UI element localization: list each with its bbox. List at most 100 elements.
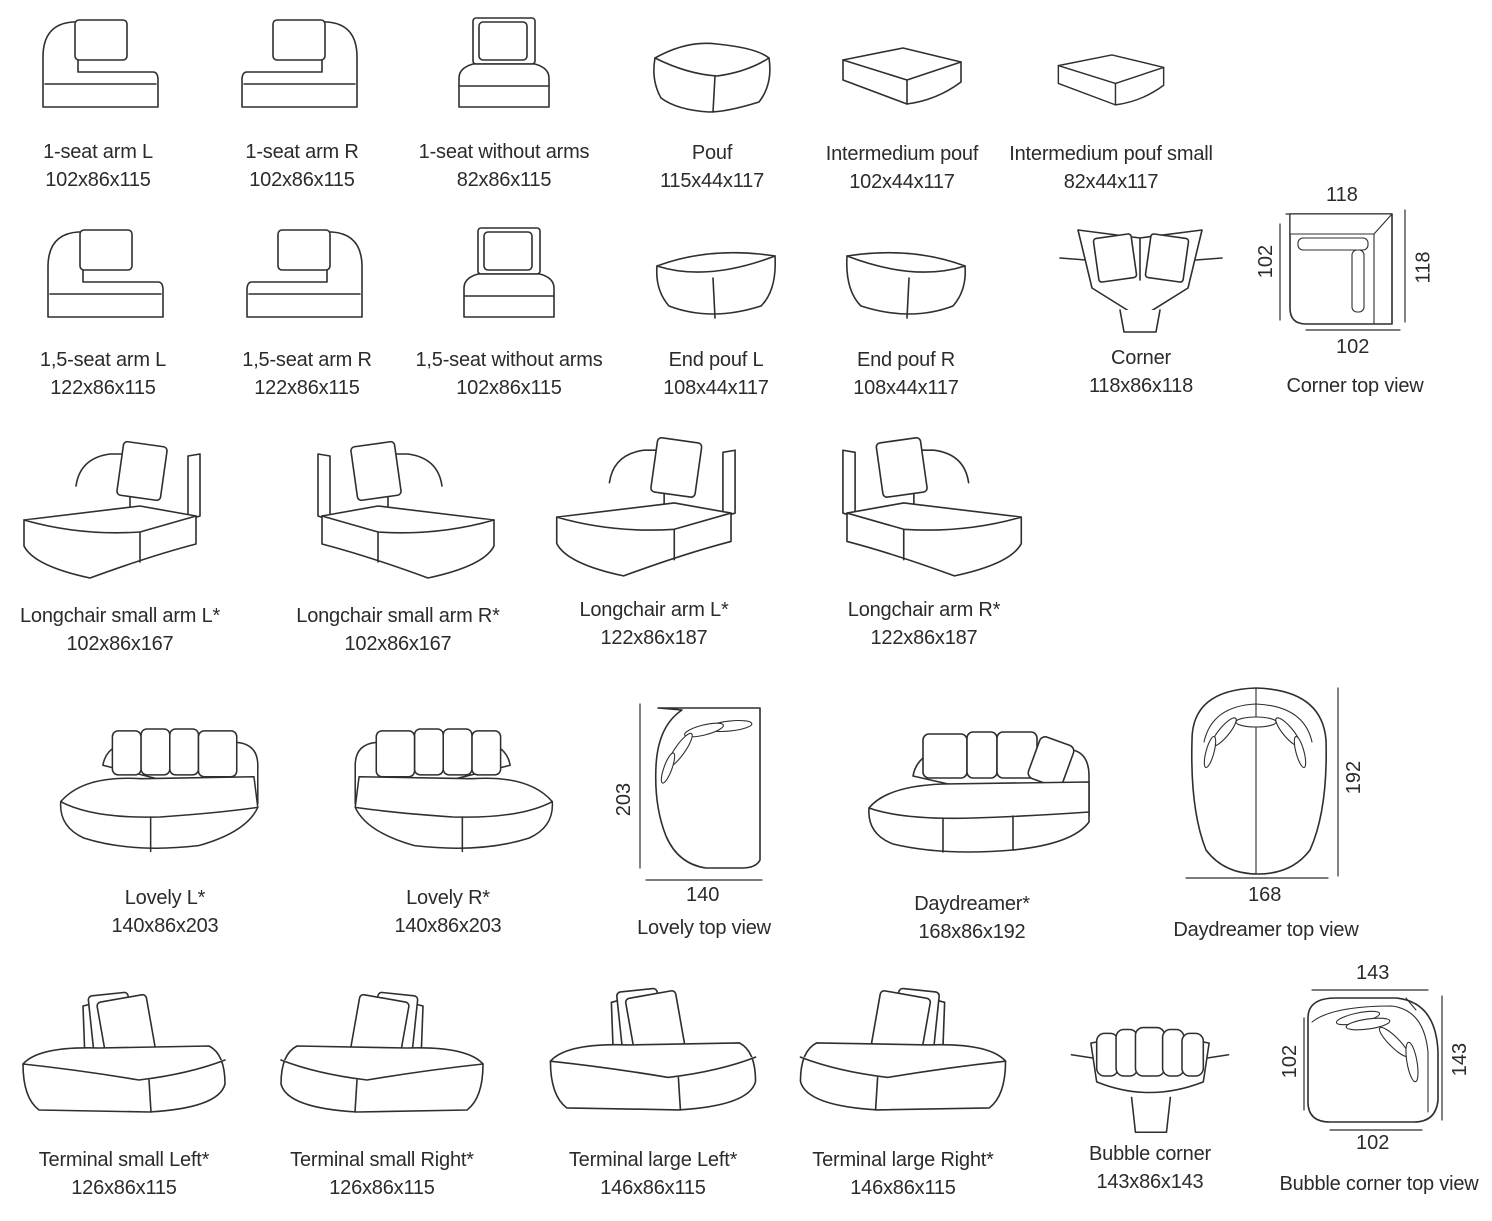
module-dims: 102x86x115 — [456, 377, 562, 399]
module-name: Lovely R* — [406, 887, 490, 909]
module-name: End pouf L — [668, 349, 764, 371]
pouf-icon — [837, 40, 967, 110]
module-name: Terminal small Left* — [38, 1149, 210, 1171]
module-daydreamer: Daydreamer* 168x86x192 — [860, 726, 1096, 946]
dim-right: 118 — [1412, 251, 1435, 284]
module-intermedium-pouf-small: Intermedium pouf small 82x44x117 — [1008, 46, 1214, 196]
pouf-icon — [647, 36, 777, 116]
module-1-seat-without-arms: 1-seat without arms 82x86x115 — [414, 12, 594, 194]
module-dims: 168x86x192 — [918, 921, 1026, 943]
module-corner: Corner 118x86x118 — [1056, 222, 1226, 400]
longchair-icon — [552, 432, 756, 584]
pouf-icon — [651, 242, 781, 322]
module-name: Pouf — [691, 142, 733, 164]
module-name: 1-seat without arms — [418, 141, 590, 163]
module-1-5-seat-arm-r: 1,5-seat arm R 122x86x115 — [222, 222, 392, 402]
pouf-icon — [1053, 46, 1169, 112]
module-terminal-small-right: Terminal small Right* 126x86x115 — [268, 988, 496, 1202]
module-dims: 122x86x187 — [870, 627, 978, 649]
module-name: Corner — [1111, 347, 1171, 369]
dim-top: 118 — [1326, 184, 1358, 206]
module-dims: 118x86x118 — [1088, 375, 1194, 397]
module-name: 1,5-seat without arms — [415, 349, 603, 371]
module-name: Lovely L* — [124, 887, 206, 909]
module-dims: 82x86x115 — [456, 169, 552, 191]
sofa-module-icon — [35, 222, 171, 322]
corner-top-view: 118 102 118 102 Corner top view — [1250, 180, 1450, 400]
module-name: 1-seat arm R — [245, 141, 359, 163]
module-pouf: Pouf 115x44x117 — [640, 36, 784, 195]
module-1-5-seat-arm-l: 1,5-seat arm L 122x86x115 — [18, 222, 188, 402]
daydreamer-icon — [863, 726, 1093, 866]
module-dims: 102x86x167 — [66, 633, 174, 655]
module-end-pouf-r: End pouf R 108x44x117 — [834, 242, 978, 402]
module-name: Terminal large Left* — [568, 1149, 738, 1171]
terminal-icon — [789, 984, 1017, 1116]
pouf-icon — [841, 242, 971, 322]
module-dims: 140x86x203 — [111, 915, 219, 937]
module-dims: 143x86x143 — [1096, 1171, 1204, 1193]
daydreamer-top-view-icon — [1185, 687, 1339, 879]
module-dims: 102x86x167 — [344, 633, 452, 655]
lovely-icon — [338, 724, 558, 864]
module-longchair-small-arm-l: Longchair small arm L* 102x86x167 — [20, 436, 220, 658]
top-view-title: Lovely top view — [637, 917, 771, 939]
module-dims: 82x44x117 — [1063, 171, 1159, 193]
module-dims: 102x44x117 — [849, 171, 955, 193]
bubble-corner-top-view: 143 102 143 102 Bubble corner top view — [1272, 962, 1486, 1200]
module-dims: 126x86x115 — [71, 1177, 177, 1199]
module-name: Bubble corner — [1089, 1143, 1211, 1165]
top-view-title: Bubble corner top view — [1279, 1173, 1479, 1195]
module-dims: 102x86x115 — [249, 169, 355, 191]
module-name: Longchair arm L* — [579, 599, 729, 621]
module-dims: 146x86x115 — [600, 1177, 706, 1199]
module-dims: 126x86x115 — [329, 1177, 435, 1199]
sofa-module-icon — [444, 222, 574, 322]
lovely-icon — [55, 724, 275, 864]
module-dims: 108x44x117 — [853, 377, 959, 399]
module-lovely-r: Lovely R* 140x86x203 — [336, 724, 560, 940]
lovely-top-view-icon — [639, 703, 763, 881]
module-1-seat-arm-r: 1-seat arm R 102x86x115 — [222, 12, 382, 194]
top-view-title: Corner top view — [1286, 375, 1424, 397]
terminal-icon — [19, 988, 229, 1118]
module-dims: 122x86x187 — [600, 627, 708, 649]
longchair-icon — [20, 436, 220, 586]
terminal-icon — [277, 988, 487, 1118]
module-name: Longchair small arm L* — [20, 605, 221, 627]
lovely-top-view: 203 140 Lovely top view — [606, 696, 806, 946]
module-name: Longchair small arm R* — [296, 605, 500, 627]
module-name: Daydreamer* — [914, 893, 1030, 915]
module-name: Terminal large Right* — [812, 1149, 994, 1171]
module-terminal-large-right: Terminal large Right* 146x86x115 — [788, 984, 1018, 1202]
module-name: Intermedium pouf small — [1009, 143, 1213, 165]
top-view-title: Daydreamer top view — [1173, 919, 1359, 941]
daydreamer-top-view: 192 168 Daydreamer top view — [1172, 680, 1372, 942]
corner-top-view-icon — [1279, 209, 1406, 331]
terminal-icon — [539, 984, 767, 1116]
module-terminal-small-left: Terminal small Left* 126x86x115 — [16, 988, 232, 1202]
module-end-pouf-l: End pouf L 108x44x117 — [644, 242, 788, 402]
dim-width: 140 — [686, 884, 720, 906]
module-dims: 108x44x117 — [663, 377, 769, 399]
module-dims: 122x86x115 — [254, 377, 360, 399]
sofa-module-icon — [33, 12, 163, 112]
corner-module-icon — [1056, 222, 1226, 342]
dim-bottom: 102 — [1356, 1132, 1390, 1154]
module-bubble-corner: Bubble corner 143x86x143 — [1064, 1014, 1236, 1196]
module-dims: 140x86x203 — [394, 915, 502, 937]
module-lovely-l: Lovely L* 140x86x203 — [50, 724, 280, 940]
module-intermedium-pouf: Intermedium pouf 102x44x117 — [822, 40, 982, 196]
module-name: Longchair arm R* — [847, 599, 1001, 621]
bubble-corner-top-view-icon — [1303, 989, 1443, 1131]
module-name: Terminal small Right* — [290, 1149, 474, 1171]
module-name: 1,5-seat arm R — [242, 349, 372, 371]
dim-right: 143 — [1449, 1042, 1472, 1077]
longchair-icon — [822, 432, 1026, 584]
module-terminal-large-left: Terminal large Left* 146x86x115 — [538, 984, 768, 1202]
module-name: 1,5-seat arm L — [39, 349, 167, 371]
module-dims: 146x86x115 — [850, 1177, 956, 1199]
dim-depth: 192 — [1343, 760, 1366, 795]
bubble-corner-icon — [1065, 1014, 1235, 1140]
dim-left: 102 — [1279, 1044, 1302, 1079]
